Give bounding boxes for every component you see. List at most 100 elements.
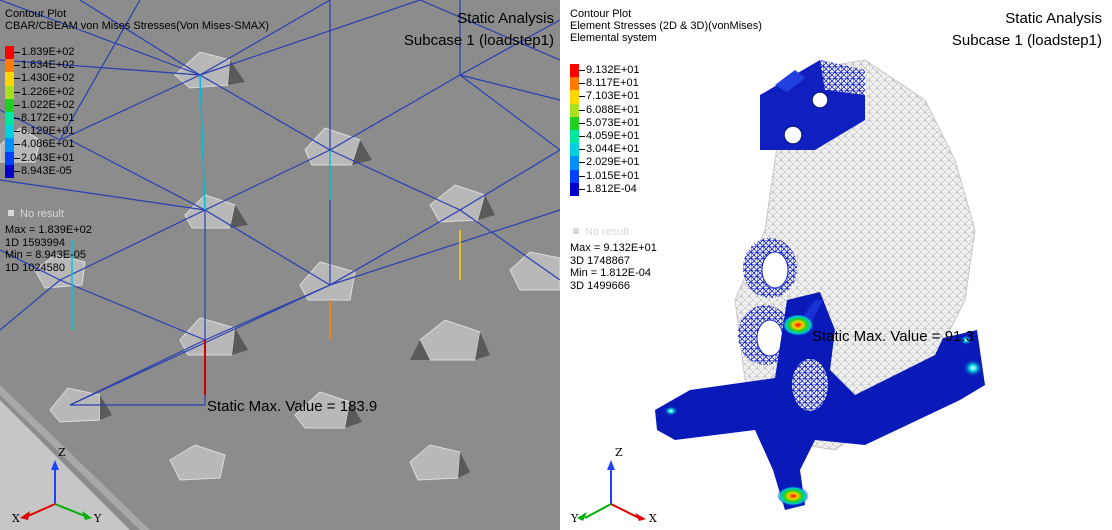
legend-color-swatch: [5, 72, 14, 86]
contour-legend-header: Contour Plot CBAR/CBEAM von Mises Stress…: [5, 8, 269, 32]
legend-level-label: 8.172E+01: [21, 111, 75, 124]
legend-color-swatch: [570, 143, 579, 157]
legend-color-swatch: [570, 77, 579, 91]
legend-color-swatch: [570, 169, 579, 183]
viewport-divider[interactable]: [560, 0, 565, 530]
no-result-swatch: [573, 228, 579, 234]
legend-level-label: 1.430E+02: [21, 72, 75, 85]
legend-level-label: 1.812E-04: [586, 182, 637, 195]
axis-triad-icon: [577, 460, 646, 521]
legend-color-swatch: [5, 59, 14, 73]
legend-color-swatch: [570, 156, 579, 170]
legend-level-label: 4.086E+01: [21, 138, 75, 151]
no-result-label: No result: [585, 226, 630, 238]
legend-result-type: Element Stresses (2D & 3D)(vonMises): [570, 20, 762, 32]
min-value: Min = 1.812E-04: [570, 267, 652, 279]
legend-level-label: 6.129E+01: [21, 125, 75, 138]
no-result-swatch: [8, 210, 14, 216]
no-result-entry: No result: [8, 208, 64, 220]
legend-level-label: 6.088E+01: [586, 103, 640, 116]
legend-color-swatch: [570, 90, 579, 104]
legend-level-label: 1.634E+02: [21, 59, 75, 72]
legend-level-label: 7.103E+01: [586, 90, 640, 103]
max-value: Max = 1.839E+02: [5, 224, 92, 236]
legend-level-label: 2.029E+01: [586, 156, 640, 169]
legend-tick: [579, 96, 585, 98]
legend-color-swatch: [570, 129, 579, 144]
axis-label-z: Z: [58, 446, 66, 459]
analysis-title-block: Static Analysis Subcase 1 (loadstep1): [404, 8, 554, 52]
axis-label-y: Y: [94, 512, 102, 525]
axis-triad[interactable]: Z Y X: [571, 446, 661, 526]
legend-color-swatch: [570, 64, 579, 78]
legend-tick: [579, 162, 585, 164]
legend-level-label: 8.117E+01: [586, 77, 639, 90]
legend-level-label: 4.059E+01: [586, 129, 640, 142]
legend-color-swatch: [570, 116, 579, 130]
legend-color-swatch: [570, 103, 579, 117]
legend-color-swatch: [5, 151, 14, 165]
legend-level-label: 9.132E+01: [586, 64, 640, 76]
legend-tick: [579, 149, 585, 151]
contour-legend-header: Contour Plot Element Stresses (2D & 3D)(…: [570, 8, 762, 44]
legend-color-swatch: [5, 111, 14, 126]
legend-tick: [14, 104, 20, 106]
static-max-annotation: Static Max. Value = 183.9: [207, 398, 378, 415]
legend-color-swatch: [5, 98, 14, 112]
no-result-entry: No result: [573, 226, 629, 238]
legend-color-swatch: [5, 125, 14, 139]
min-value: Min = 8.943E-05: [5, 249, 87, 261]
legend-level-label: 1.226E+02: [21, 85, 75, 98]
legend-level-label: 1.839E+02: [21, 46, 75, 58]
legend-color-swatch: [5, 164, 14, 178]
legend-plot-type: Contour Plot: [570, 8, 632, 20]
lattice-model-graphic[interactable]: [0, 0, 560, 530]
analysis-title-block: Static Analysis Subcase 1 (loadstep1): [952, 8, 1102, 52]
legend-level-label: 2.043E+01: [21, 151, 75, 164]
legend-level-label: 8.943E-05: [21, 164, 72, 177]
analysis-title: Static Analysis: [1005, 10, 1102, 27]
legend-tick: [579, 109, 585, 111]
legend-level-label: 5.073E+01: [586, 116, 640, 129]
legend-tick: [579, 188, 585, 190]
axis-triad-icon: [20, 460, 92, 520]
legend-color-swatch: [570, 182, 579, 196]
min-entity: 1D 1024580: [5, 261, 65, 274]
legend-result-type: CBAR/CBEAM von Mises Stresses(Von Mises-…: [5, 20, 270, 32]
legend-tick: [14, 91, 20, 93]
max-value: Max = 9.132E+01: [570, 242, 657, 254]
legend-color-swatch: [5, 138, 14, 152]
max-entity: 1D 1593994: [5, 236, 65, 249]
legend-tick: [14, 170, 20, 172]
legend-color-swatch: [5, 85, 14, 99]
analysis-title: Static Analysis: [457, 10, 554, 27]
bracket-model-graphic[interactable]: [565, 0, 1112, 530]
legend-tick: [14, 52, 20, 53]
legend-tick: [579, 122, 585, 124]
legend-color-swatch: [5, 46, 14, 60]
legend-tick: [14, 65, 20, 67]
axis-triad[interactable]: Z X Y: [10, 446, 102, 526]
subcase-label: Subcase 1 (loadstep1): [403, 32, 554, 49]
legend-tick: [14, 131, 20, 133]
legend-tick: [14, 144, 20, 146]
no-result-label: No result: [20, 208, 65, 220]
axis-label-x: X: [12, 512, 20, 525]
legend-tick: [14, 157, 20, 159]
legend-tick: [579, 70, 585, 71]
right-viewport[interactable]: Contour Plot Element Stresses (2D & 3D)(…: [565, 0, 1112, 530]
legend-tick: [579, 135, 585, 137]
axis-label-x: X: [649, 512, 657, 525]
axis-label-z: Z: [615, 446, 623, 459]
max-entity: 3D 1748867: [570, 254, 630, 267]
legend-tick: [14, 117, 20, 119]
axis-label-y: Y: [571, 512, 579, 525]
legend-level-label: 1.022E+02: [21, 98, 75, 111]
subcase-label: Subcase 1 (loadstep1): [951, 32, 1102, 49]
legend-tick: [14, 78, 20, 80]
legend-statistics: Max = 9.132E+01 3D 1748867 Min = 1.812E-…: [570, 242, 657, 292]
legend-system: Elemental system: [570, 32, 657, 44]
legend-tick: [579, 175, 585, 177]
legend-statistics: Max = 1.839E+02 1D 1593994 Min = 8.943E-…: [5, 224, 92, 274]
left-viewport[interactable]: Contour Plot CBAR/CBEAM von Mises Stress…: [0, 0, 560, 530]
